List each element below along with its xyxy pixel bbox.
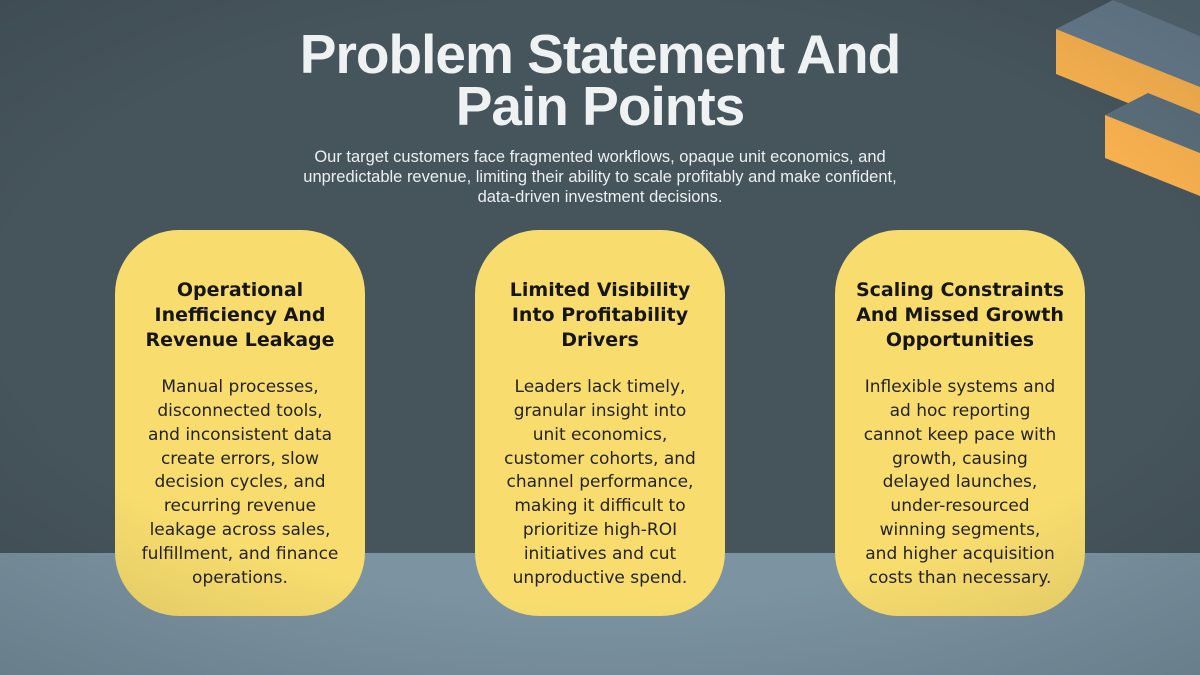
ribbon-bar-lower-icon: [1105, 115, 1200, 196]
card-body: Manual processes, disconnected tools, an…: [141, 377, 339, 588]
ribbon-top-face-light-icon: [1056, 0, 1200, 87]
pain-point-card-scaling: Scaling Constraints And Missed Growth Op…: [835, 230, 1085, 616]
pain-point-card-visibility: Limited Visibility Into Profitability Dr…: [475, 230, 725, 616]
ribbon-top-face-sliver-icon: [1105, 93, 1200, 153]
pain-point-cards-row: Operational Inefficiency And Revenue Lea…: [0, 230, 1200, 616]
card-heading: Scaling Constraints And Missed Growth Op…: [855, 279, 1065, 352]
card-heading: Operational Inefficiency And Revenue Lea…: [145, 279, 335, 352]
card-heading: Limited Visibility Into Profitability Dr…: [509, 279, 691, 352]
card-body: Inflexible systems and ad hoc reporting …: [863, 377, 1057, 588]
slide-subtitle: Our target customers face fragmented wor…: [303, 147, 897, 206]
page-title: Problem Statement And Pain Points: [299, 23, 901, 138]
pain-point-card-operational: Operational Inefficiency And Revenue Lea…: [115, 230, 365, 616]
slide-header: Problem Statement And Pain Points Our ta…: [0, 23, 1200, 207]
card-body: Leaders lack timely, granular insight in…: [504, 377, 696, 588]
